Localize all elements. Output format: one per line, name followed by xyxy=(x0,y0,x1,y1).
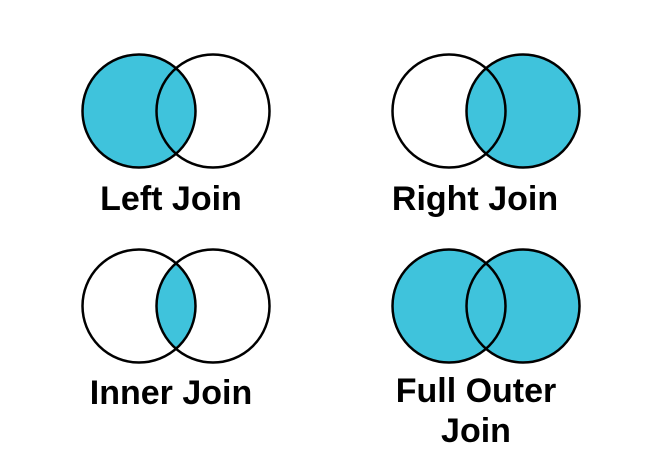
label-right-join: Right Join xyxy=(391,180,559,218)
intersection-fill xyxy=(466,54,506,168)
venn-circles-right-join xyxy=(391,53,581,169)
label-inner-join: Inner Join xyxy=(89,374,253,412)
venn-inner-join xyxy=(51,245,301,367)
label-full-outer-join: Full Outer Join xyxy=(395,372,557,450)
venn-full-outer-join xyxy=(361,245,611,367)
venn-circles-inner-join xyxy=(81,248,271,364)
label-left-join: Left Join xyxy=(100,180,242,218)
right-circle-outline xyxy=(465,248,581,364)
right-circle-outline xyxy=(155,53,271,169)
venn-circles-full-outer-join xyxy=(391,248,581,364)
left-circle-outline xyxy=(81,248,197,364)
venn-right-join xyxy=(361,50,611,172)
left-circle-outline xyxy=(391,248,507,364)
intersection-fill xyxy=(466,249,506,363)
venn-left-join xyxy=(51,50,301,172)
right-circle-outline xyxy=(155,248,271,364)
right-circle-outline xyxy=(465,53,581,169)
left-circle-outline xyxy=(391,53,507,169)
left-circle-outline xyxy=(81,53,197,169)
intersection-fill xyxy=(156,54,196,168)
venn-circles-left-join xyxy=(81,53,271,169)
intersection-fill xyxy=(156,249,196,363)
